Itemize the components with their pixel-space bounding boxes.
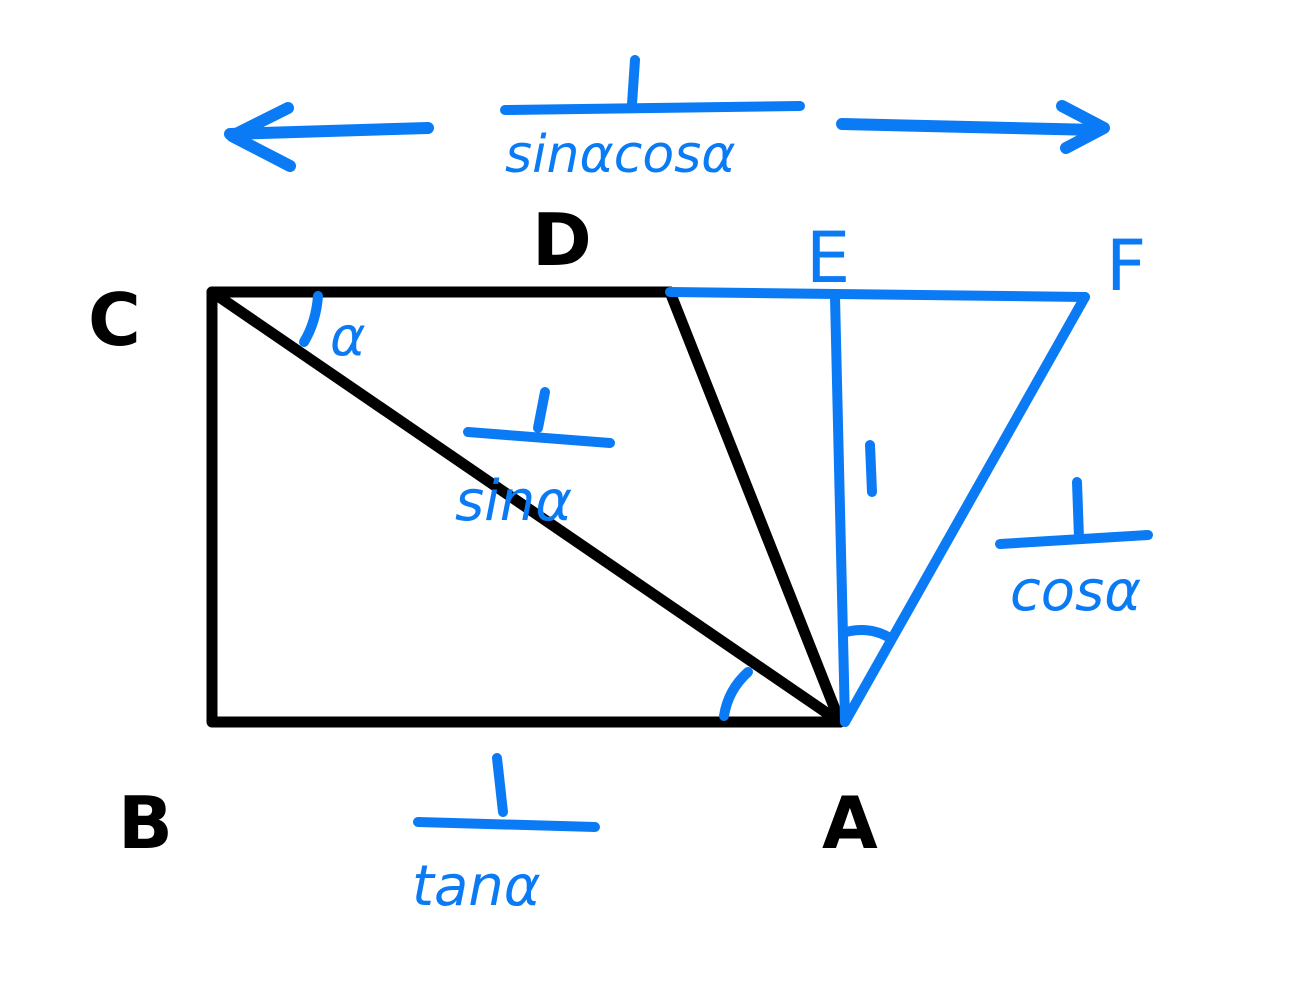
segment-DA: [664, 286, 846, 728]
blue-triangle-AEF: [299, 287, 1090, 727]
point-label-C: C: [88, 278, 141, 362]
fraction-bars: [413, 55, 1153, 832]
top-span-arrows: [224, 100, 1110, 172]
angle-arc-C: [299, 291, 323, 347]
segment-EA: [830, 292, 850, 727]
segment-FA: [840, 292, 1090, 727]
point-label-D: D: [532, 198, 592, 282]
angle-mark-A: [719, 667, 753, 721]
point-label-A: A: [822, 781, 878, 865]
arrow-left-icon: [226, 102, 296, 172]
angle-label-alpha: α: [330, 305, 366, 368]
arrow-right-icon: [1056, 100, 1110, 154]
angle-arc-EAF: [841, 625, 895, 643]
segment-DF: [665, 287, 1090, 302]
rectangle-ABCD: [206, 286, 846, 728]
diagonal-CA: [206, 286, 846, 728]
top-span-denominator: sinαcosα: [505, 125, 736, 185]
diagonal-denominator: sinα: [455, 469, 572, 534]
point-label-F: F: [1106, 225, 1146, 307]
bottom-denominator: tanα: [412, 854, 541, 919]
point-label-E: E: [806, 217, 850, 299]
side-AF-denominator: cosα: [1010, 559, 1141, 624]
point-label-B: B: [118, 781, 173, 865]
